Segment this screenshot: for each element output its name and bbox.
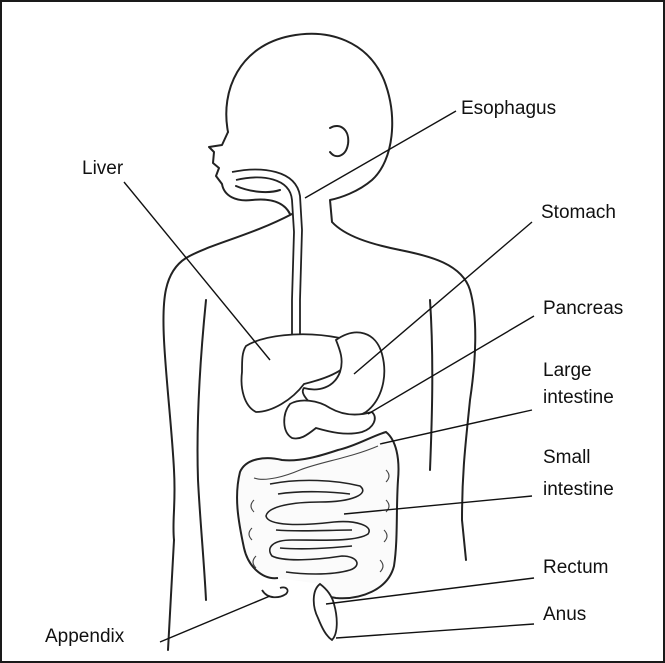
label-appendix: Appendix xyxy=(45,625,124,648)
label-large-intestine-line2: intestine xyxy=(543,386,614,409)
chin xyxy=(236,186,280,192)
label-small-intestine-line1: Small xyxy=(543,446,591,469)
head-outline xyxy=(226,34,400,250)
left-inner-arm xyxy=(197,300,206,600)
leader-liver xyxy=(124,182,270,360)
label-pancreas: Pancreas xyxy=(543,297,623,320)
leader-appendix xyxy=(160,596,270,642)
leader-pancreas xyxy=(368,316,534,414)
leader-esophagus xyxy=(305,111,456,198)
label-stomach: Stomach xyxy=(541,201,616,224)
right-inner-arm xyxy=(430,300,432,470)
right-shoulder xyxy=(400,250,475,520)
label-liver: Liver xyxy=(82,157,123,180)
label-large-intestine-line1: Large xyxy=(543,359,592,382)
label-esophagus: Esophagus xyxy=(461,97,556,120)
leader-large-intestine xyxy=(380,410,532,444)
label-small-intestine-line2: intestine xyxy=(543,478,614,501)
right-arm xyxy=(462,520,466,560)
esophagus-tube xyxy=(232,170,330,356)
left-arm xyxy=(168,540,174,650)
leader-anus xyxy=(336,624,534,638)
label-anus: Anus xyxy=(543,603,586,626)
label-rectum: Rectum xyxy=(543,556,608,579)
ear xyxy=(330,126,348,156)
appendix-shape xyxy=(262,587,288,597)
